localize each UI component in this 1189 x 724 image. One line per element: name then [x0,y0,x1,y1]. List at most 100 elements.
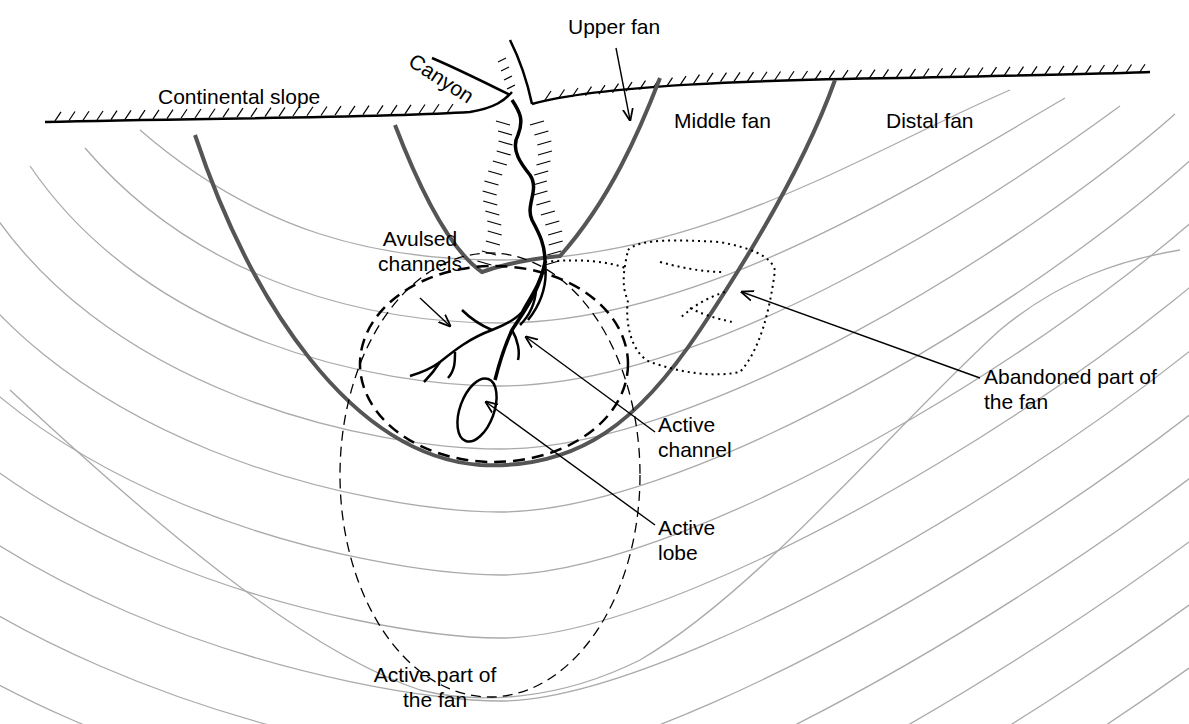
middle-fan-boundary [195,80,835,465]
hatch-tick [707,73,713,82]
region-label: Distal fan [886,108,1006,133]
active-channel [495,100,545,380]
canyon-wall [510,40,532,104]
hatch-tick [363,106,369,115]
hatch-tick [504,76,512,80]
hatch-tick [788,71,794,80]
hatch-tick [536,201,550,205]
contour-line [85,98,1065,323]
hatch-tick [223,108,229,117]
hatch-tick [237,108,243,117]
hatch-tick [477,261,491,265]
hatch-tick [499,141,513,145]
contour-line [10,250,1180,698]
hatch-tick [279,107,285,116]
avulsed-channel [424,262,546,382]
hatch-tick [419,105,425,114]
hatch-tick [55,112,61,121]
region-label: Upper fan [568,14,688,39]
hatch-tick [209,109,215,118]
hatch-tick [251,108,257,117]
contour-line [0,130,1189,575]
hatch-tick [501,67,509,71]
hatch-tick [447,104,453,113]
region-label: Canyon [404,48,478,108]
region-label: Avulsed channels [360,226,480,276]
region-label: Active lobe [658,515,758,565]
contour-line [0,122,1189,512]
hatch-tick [694,75,700,84]
leader-arrow [420,298,450,326]
hatch-tick [496,121,510,125]
hatch-tick [433,104,439,113]
contour-line [0,146,1189,701]
contour-line [0,162,1189,724]
hatch-tick [488,231,502,235]
hatch-tick [486,241,500,245]
contour-line [140,90,1010,260]
leader-arrow [616,48,630,120]
hatch-tick [405,105,411,114]
hatch-tick [125,110,131,119]
hatch-tick [97,111,103,120]
hatch-tick [530,121,544,125]
hatch-tick [111,111,117,120]
hatch-tick [335,106,341,115]
hatch-tick [153,110,159,119]
hatch-tick [498,58,506,62]
hatch-tick [802,71,808,80]
hatch-tick [307,107,313,116]
hatch-tick [533,191,547,195]
hatch-tick [748,72,754,81]
hatch-tick [83,111,89,120]
region-label: Middle fan [674,108,804,133]
hatch-tick [537,141,551,145]
hatch-tick [485,211,499,215]
hatch-tick [775,72,781,81]
hatch-tick [534,171,548,175]
active-area-outline [360,266,628,462]
contour-line [0,178,1189,724]
hatch-tick [167,110,173,119]
hatch-tick [734,72,740,81]
hatch-tick [321,106,327,115]
hatch-tick [761,72,767,81]
hatch-tick [536,161,550,165]
hatch-tick [181,109,187,118]
hatch-tick [507,85,515,89]
hatch-tick [391,105,397,114]
hatch-tick [377,105,383,114]
hatch-tick [483,191,497,195]
hatch-tick [497,151,511,155]
region-label: Active part of the fan [360,662,510,712]
hatch-tick [487,221,501,225]
hatch-tick [349,106,355,115]
contour-line [30,106,1120,386]
hatch-tick [541,211,555,215]
active-fan-outline [340,253,640,697]
abandoned-channels [660,262,732,322]
hatch-tick [484,181,498,185]
contour-line [0,114,1175,449]
hatch-tick [534,131,548,135]
hatch-tick [549,241,563,245]
hatch-tick [488,171,502,175]
hatch-tick [139,110,145,119]
hatch-tick [538,151,552,155]
contour-line [0,186,1189,724]
hatch-tick [293,107,299,116]
region-label: Active channel [658,412,758,462]
hatch-tick [69,112,75,121]
region-label: Abandoned part of the fan [984,364,1159,414]
hatch-tick [548,231,562,235]
abandoned-area [545,240,775,374]
region-label: Continental slope [158,84,368,109]
hatch-tick [195,109,201,118]
hatch-tick [545,221,559,225]
leader-arrow [486,402,655,525]
leader-arrow [742,292,980,378]
slope-line [532,72,1150,104]
hatch-tick [483,201,497,205]
